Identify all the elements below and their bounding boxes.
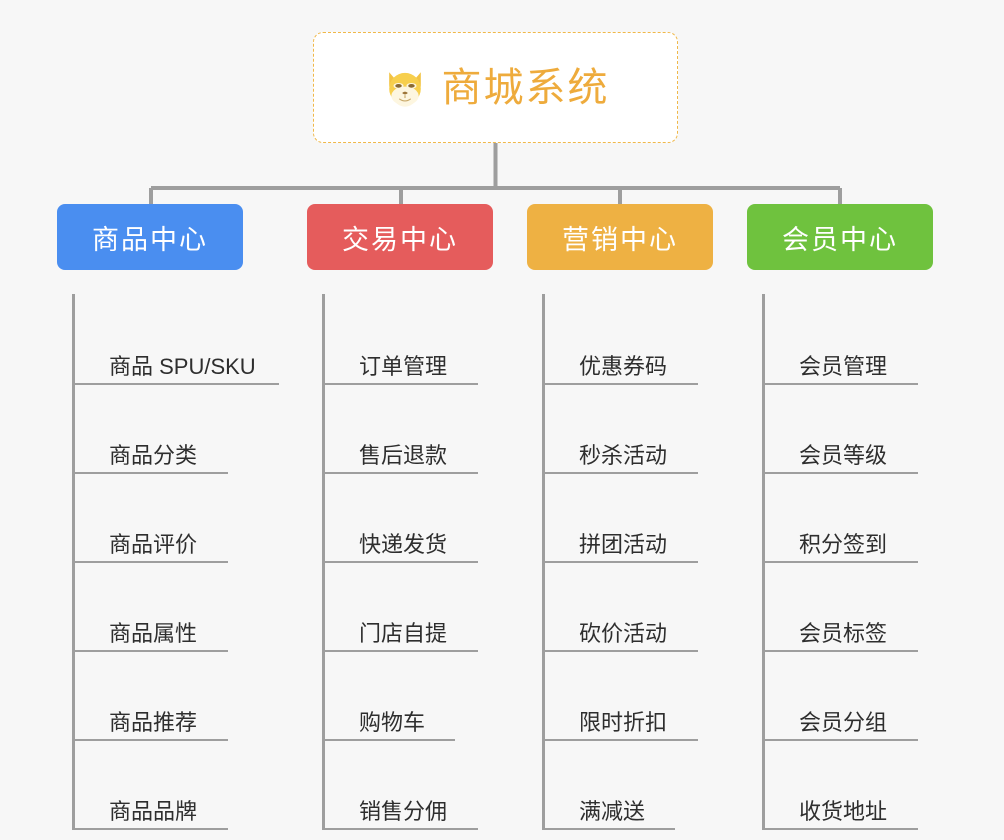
leaf-item[interactable]: 商品推荐 <box>75 652 287 741</box>
leaf-item-label: 门店自提 <box>359 620 448 646</box>
category-column-product-center: 商品中心商品 SPU/SKU 商品分类商品评价商品属性商品推荐商品品牌 <box>57 204 287 830</box>
leaf-item[interactable]: 购物车 <box>325 652 537 741</box>
leaf-item[interactable]: 商品分类 <box>75 385 287 474</box>
leaf-item-label: 限时折扣 <box>579 709 668 735</box>
category-box-product-center[interactable]: 商品中心 <box>57 204 243 270</box>
category-column-marketing-center: 营销中心优惠券码秒杀活动拼团活动砍价活动限时折扣满减送 <box>527 204 757 830</box>
root-node[interactable]: 商城系统 <box>313 32 678 143</box>
leaf-item[interactable]: 会员分组 <box>765 652 977 741</box>
leaf-item[interactable]: 满减送 <box>545 741 757 830</box>
leaf-item[interactable]: 会员管理 <box>765 296 977 385</box>
category-label: 商品中心 <box>92 224 208 255</box>
leaf-item[interactable]: 售后退款 <box>325 385 537 474</box>
leaf-item[interactable]: 门店自提 <box>325 563 537 652</box>
leaf-item[interactable]: 会员等级 <box>765 385 977 474</box>
category-box-trade-center[interactable]: 交易中心 <box>307 204 493 270</box>
category-box-member-center[interactable]: 会员中心 <box>747 204 933 270</box>
leaf-item[interactable]: 会员标签 <box>765 563 977 652</box>
leaf-item-label: 秒杀活动 <box>579 442 668 468</box>
leaf-list-member-center: 会员管理会员等级积分签到会员标签会员分组收货地址 <box>762 294 977 830</box>
leaf-item[interactable]: 快递发货 <box>325 474 537 563</box>
category-label: 交易中心 <box>342 224 458 255</box>
leaf-list-marketing-center: 优惠券码秒杀活动拼团活动砍价活动限时折扣满减送 <box>542 294 757 830</box>
leaf-item-label: 商品属性 <box>109 620 198 646</box>
leaf-item[interactable]: 商品属性 <box>75 563 287 652</box>
leaf-list-trade-center: 订单管理售后退款快递发货门店自提购物车销售分佣 <box>322 294 537 830</box>
leaf-item-label: 购物车 <box>359 709 426 735</box>
leaf-item[interactable]: 限时折扣 <box>545 652 757 741</box>
leaf-item-label: 订单管理 <box>359 353 448 379</box>
leaf-item[interactable]: 商品 SPU/SKU <box>75 296 287 385</box>
leaf-item-label: 优惠券码 <box>579 353 668 379</box>
root-title: 商城系统 <box>441 65 610 110</box>
leaf-item[interactable]: 商品品牌 <box>75 741 287 830</box>
leaf-item-label: 售后退款 <box>359 442 448 468</box>
leaf-item[interactable]: 订单管理 <box>325 296 537 385</box>
leaf-item[interactable]: 收货地址 <box>765 741 977 830</box>
leaf-item-label: 商品评价 <box>109 531 198 557</box>
leaf-item[interactable]: 砍价活动 <box>545 563 757 652</box>
leaf-item[interactable]: 秒杀活动 <box>545 385 757 474</box>
shiba-dog-icon <box>382 65 428 111</box>
leaf-item-label: 商品 SPU/SKU <box>109 353 256 379</box>
leaf-item[interactable]: 拼团活动 <box>545 474 757 563</box>
leaf-item-label: 积分签到 <box>799 531 888 557</box>
leaf-item[interactable]: 优惠券码 <box>545 296 757 385</box>
leaf-item[interactable]: 销售分佣 <box>325 741 537 830</box>
leaf-item-label: 商品分类 <box>109 442 198 468</box>
category-column-trade-center: 交易中心订单管理售后退款快递发货门店自提购物车销售分佣 <box>307 204 537 830</box>
leaf-item-label: 销售分佣 <box>359 798 448 824</box>
category-column-member-center: 会员中心会员管理会员等级积分签到会员标签会员分组收货地址 <box>747 204 977 830</box>
leaf-item-label: 商品品牌 <box>109 798 198 824</box>
leaf-list-product-center: 商品 SPU/SKU 商品分类商品评价商品属性商品推荐商品品牌 <box>72 294 287 830</box>
category-label: 会员中心 <box>782 224 898 255</box>
category-box-marketing-center[interactable]: 营销中心 <box>527 204 713 270</box>
leaf-item[interactable]: 积分签到 <box>765 474 977 563</box>
leaf-item-label: 会员等级 <box>799 442 888 468</box>
leaf-item-label: 砍价活动 <box>579 620 668 646</box>
leaf-item-label: 收货地址 <box>799 798 888 824</box>
leaf-item-label: 满减送 <box>579 798 646 824</box>
leaf-item-label: 商品推荐 <box>109 709 198 735</box>
category-label: 营销中心 <box>562 224 678 255</box>
leaf-item-label: 会员标签 <box>799 620 888 646</box>
leaf-item-label: 拼团活动 <box>579 531 668 557</box>
leaf-item-label: 会员分组 <box>799 709 888 735</box>
leaf-item[interactable]: 商品评价 <box>75 474 287 563</box>
leaf-item-label: 会员管理 <box>799 353 888 379</box>
leaf-item-label: 快递发货 <box>359 531 448 557</box>
